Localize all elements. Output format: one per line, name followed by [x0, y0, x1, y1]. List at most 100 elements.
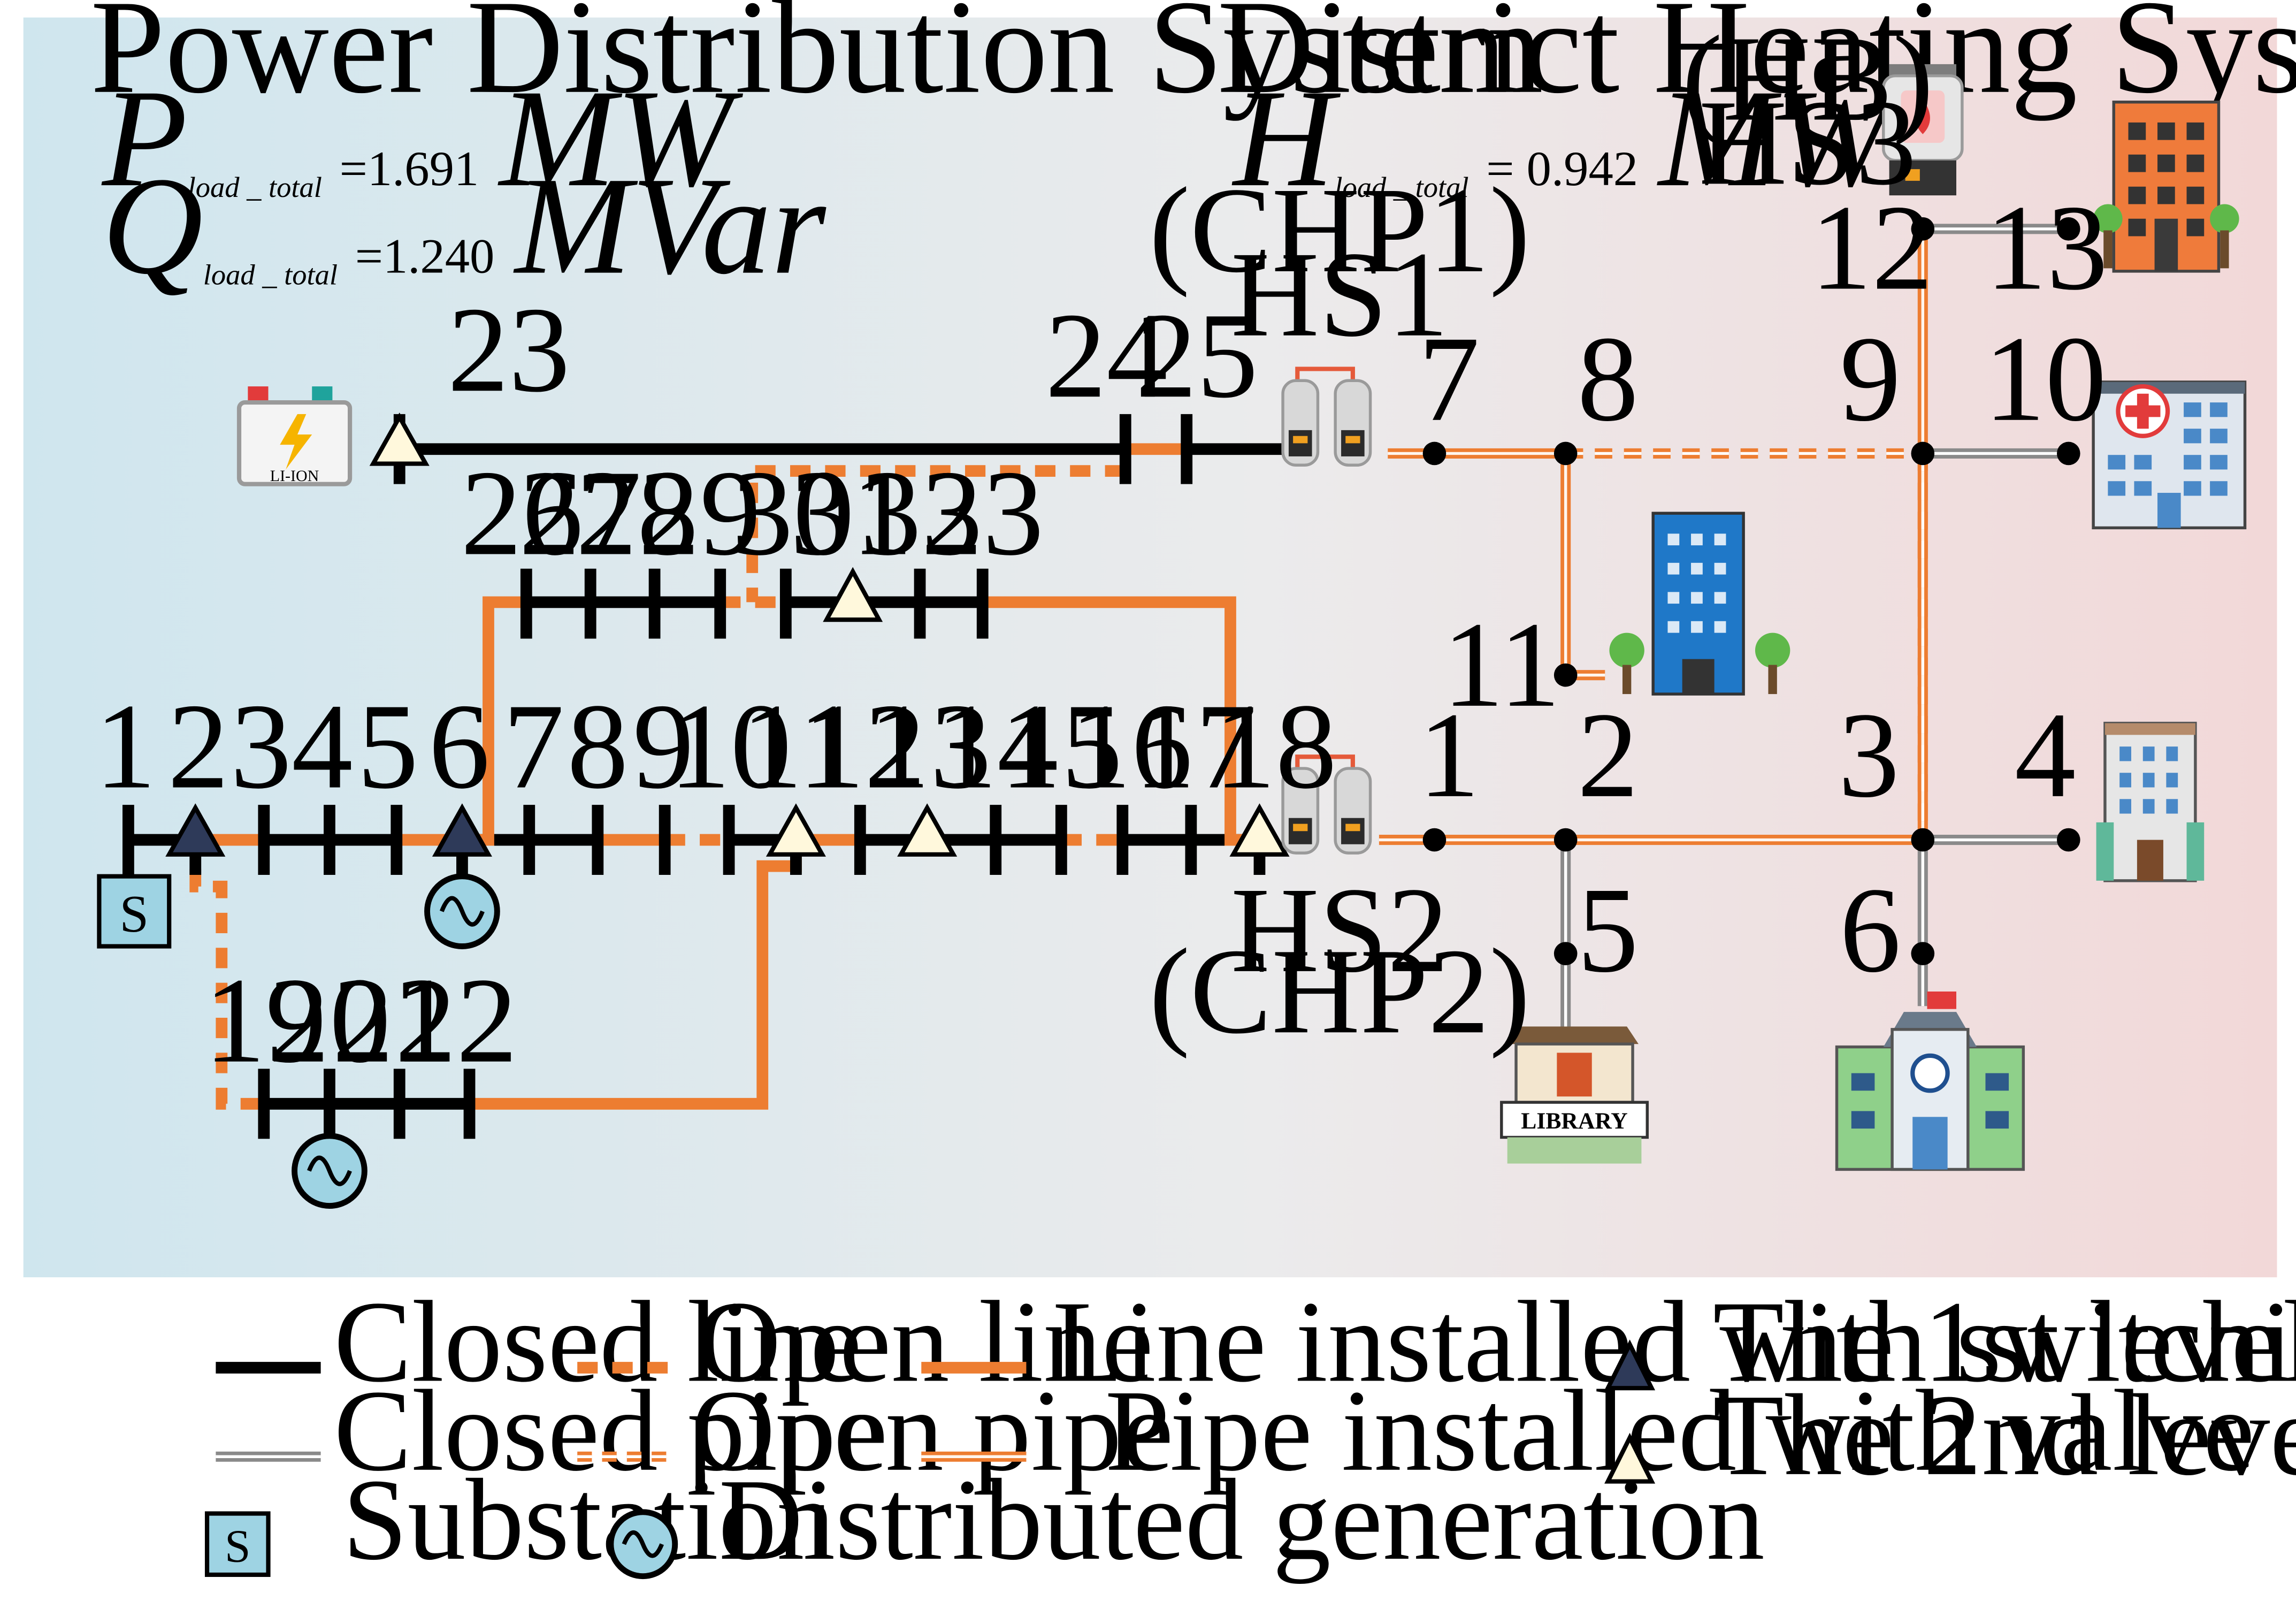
bus-label: 15 — [1000, 678, 1122, 814]
heat-node-label: 7 — [1418, 311, 1479, 447]
bus-label: 8 — [567, 678, 628, 814]
bus-label: 9 — [633, 678, 694, 814]
legend-level1-label: The 1st level load — [1713, 1278, 2296, 1407]
bus-label: 23 — [448, 281, 570, 417]
heat-node-label: 5 — [1578, 862, 1639, 998]
bus-label: 5 — [357, 678, 418, 814]
bus-label: 7 — [503, 678, 564, 814]
bus-label: 24 — [1045, 287, 1168, 423]
legend-closed-line-label: Closed line — [334, 1278, 862, 1407]
heat-node-label: 13 — [1985, 180, 2108, 316]
apartment-icon — [2093, 101, 2239, 273]
bus-label: 30 — [732, 445, 854, 581]
chp-icon — [1283, 754, 1370, 853]
bus-label: 21 — [332, 952, 455, 1088]
power-bus-labels: 1 2 3 4 5 6 7 8 9 10 11 12 13 14 15 16 1… — [95, 281, 1337, 1088]
level2-load-bus13 — [897, 803, 958, 857]
legend-substation: S Substation — [204, 1455, 835, 1584]
boiler-icon — [1882, 64, 1964, 196]
bus-label: 27 — [519, 445, 641, 581]
level2-load-bus18 — [1229, 803, 1290, 857]
legend-open-pipe: Open pipe — [577, 1367, 1174, 1496]
level1-load-bus2 — [165, 803, 226, 857]
library-icon: LIBRARY — [1500, 1026, 1649, 1164]
legend-valve-pipe: Pipe installed with valve — [921, 1367, 2255, 1496]
bus-label: 1 — [95, 678, 156, 814]
legend-level2-label: The 2nd level load — [1713, 1371, 2296, 1500]
legend-open-line-label: Open line — [697, 1278, 1154, 1407]
hs2-type-label: (CHP2) — [1149, 923, 1530, 1059]
heat-node-label: 8 — [1578, 311, 1639, 447]
level1-load-bus6 — [432, 803, 492, 857]
heat-node-label: 10 — [1984, 311, 2107, 447]
bus-label: 14 — [936, 678, 1059, 814]
legend-open-line: Open line — [577, 1278, 1153, 1407]
chp-icon — [1283, 367, 1370, 465]
legend-level2: The 2nd level load — [1604, 1371, 2296, 1500]
battery-icon: LI-ION — [236, 386, 353, 486]
legend-open-pipe-label: Open pipe — [691, 1367, 1174, 1496]
hotel-icon — [2096, 721, 2205, 882]
level2-load-bus31 — [823, 567, 883, 622]
heat-node-label: 1 — [1418, 687, 1479, 823]
bus-label: 3 — [231, 678, 292, 814]
svg-text:S: S — [120, 886, 149, 943]
heat-node-label: 2 — [1578, 687, 1639, 823]
bus-label: 12 — [803, 678, 926, 814]
level2-load-bus23 — [369, 412, 430, 466]
bus-label: 29 — [639, 445, 761, 581]
hs3-label: HS3 — [1699, 74, 1917, 210]
legend-dg: Distributed generation — [608, 1455, 1765, 1584]
hospital-icon — [2092, 380, 2247, 530]
svg-text:S: S — [225, 1520, 251, 1572]
legend-level1: The 1st level load — [1604, 1278, 2296, 1407]
substation-icon: S — [97, 874, 172, 949]
hs3-type-label: (HB) — [1682, 10, 1933, 146]
bus-label: 16 — [1070, 678, 1192, 814]
bus-label: 6 — [428, 678, 489, 814]
bus-label: 22 — [395, 952, 518, 1088]
bus-label: 17 — [1134, 678, 1257, 814]
bus-label: 25 — [1136, 287, 1258, 423]
svg-text:LI-ION: LI-ION — [270, 467, 319, 485]
bus-label: 32 — [860, 445, 983, 581]
bus-label: 20 — [269, 952, 391, 1088]
school-icon — [1835, 991, 2025, 1171]
bus-label: 2 — [167, 678, 228, 814]
level2-load-bus11 — [766, 803, 826, 857]
heat-node-label: 3 — [1838, 687, 1899, 823]
bus-label: 18 — [1214, 678, 1337, 814]
bus-label: 28 — [576, 445, 698, 581]
heating-pipes — [1379, 224, 2069, 1030]
heat-node-label: 4 — [2015, 687, 2076, 823]
legend-valve-pipe-label: Pipe installed with valve — [1105, 1367, 2255, 1496]
heat-node-dots — [1422, 217, 2080, 965]
legend-dg-label: Distributed generation — [719, 1455, 1765, 1584]
bus-label: 13 — [869, 678, 991, 814]
level1-loads — [165, 803, 492, 857]
heat-node-label: 6 — [1840, 862, 1901, 998]
hs2-label: HS2 — [1231, 862, 1449, 998]
heat-node-labels: 1 2 3 4 5 6 7 8 9 10 11 12 13 — [1418, 180, 2108, 998]
bus-label: 26 — [461, 445, 583, 581]
hs1-label: HS1 — [1231, 226, 1449, 362]
svg-text:LIBRARY: LIBRARY — [1521, 1108, 1627, 1134]
bus-label: 31 — [790, 445, 913, 581]
bus-label: 4 — [292, 678, 353, 814]
power-system-title: Power Distribution System — [90, 0, 1543, 121]
legend-closed-pipe: Closed pipe — [216, 1367, 887, 1496]
legend: Closed line Open line Line installed wit… — [204, 1278, 2296, 1584]
bus-label: 11 — [741, 678, 859, 814]
hs1-type-label: (CHP1) — [1149, 162, 1530, 298]
heat-node-label: 11 — [1443, 597, 1560, 733]
office-tower-icon — [1609, 512, 1790, 696]
generator-icon — [424, 873, 500, 949]
bus-label: 33 — [921, 445, 1044, 581]
legend-closed-pipe-label: Closed pipe — [334, 1367, 887, 1496]
legend-substation-label: Substation — [342, 1455, 835, 1584]
level2-loads — [369, 412, 1290, 857]
